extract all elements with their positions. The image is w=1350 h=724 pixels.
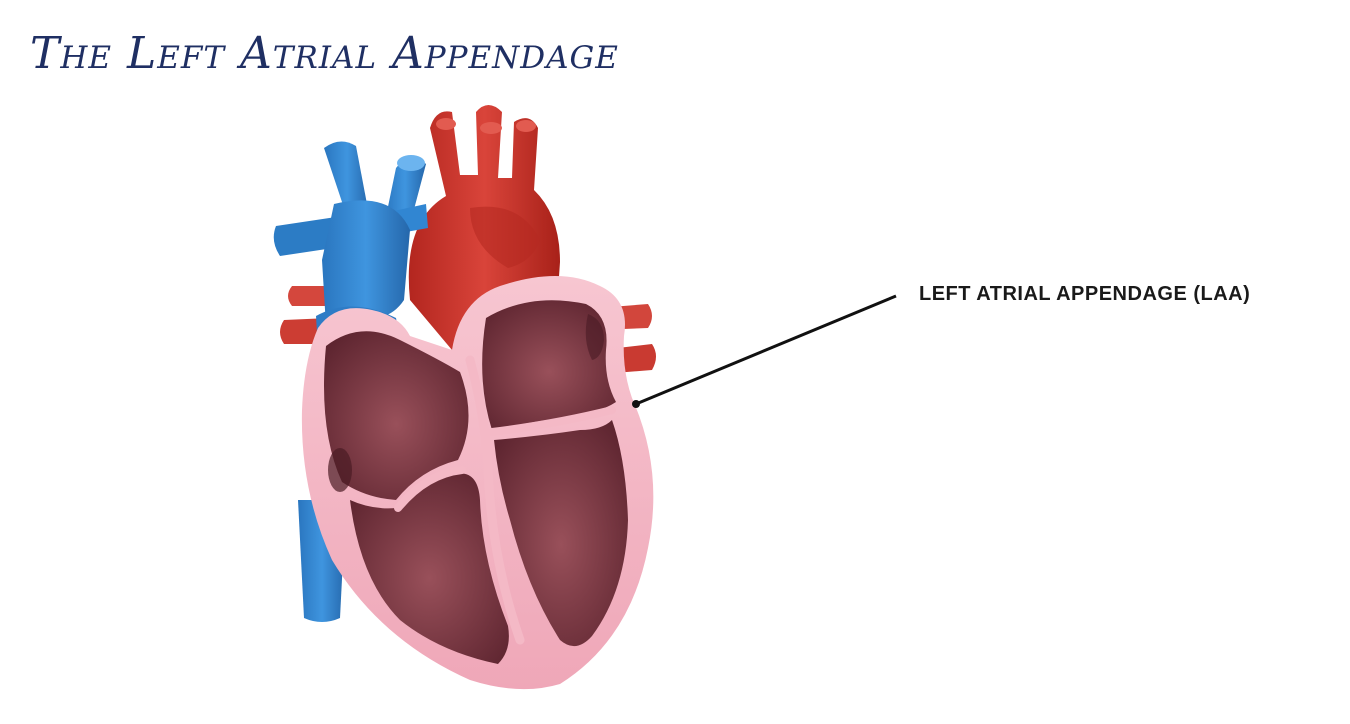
left-ventricle [494, 420, 628, 647]
callout-leader [632, 294, 897, 408]
septum [394, 355, 616, 645]
laa-callout-label: LEFT ATRIAL APPENDAGE (LAA) [919, 283, 1251, 305]
right-ventricle [350, 473, 509, 664]
diagram-title: The Left Atrial Appendage [30, 28, 619, 79]
left-atrium [482, 300, 616, 430]
right-atrium [324, 331, 469, 500]
